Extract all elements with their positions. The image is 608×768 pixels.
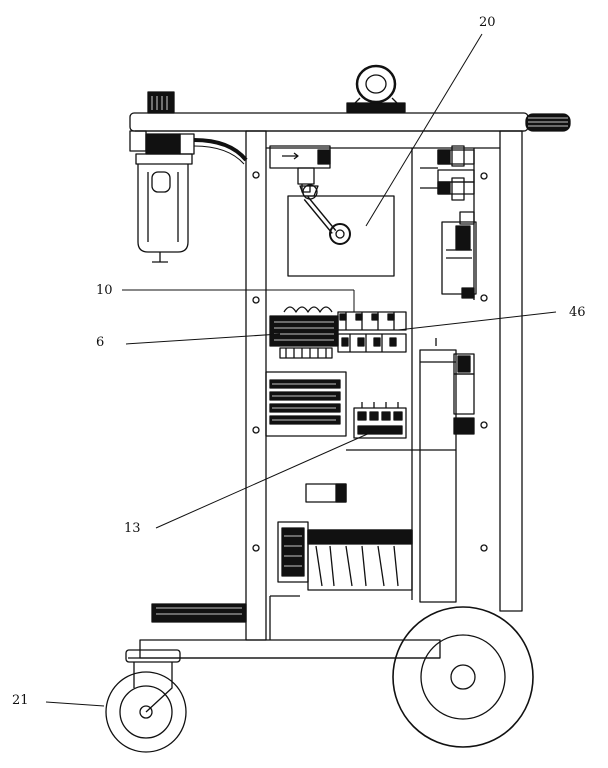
top-plate <box>129 112 529 132</box>
component-6-terminals <box>269 306 339 359</box>
top-knob <box>147 91 175 114</box>
component-13-connector <box>353 402 407 439</box>
callout-label-6: 6 <box>96 335 105 350</box>
component-10-relays <box>337 311 407 353</box>
base-frame <box>128 603 441 659</box>
right-terminals <box>420 145 475 201</box>
right-module <box>441 211 477 299</box>
transformer-coil <box>269 521 413 640</box>
component-20-plate <box>287 184 395 277</box>
lifting-eye <box>346 64 406 113</box>
air-hose <box>193 138 248 165</box>
leader-lines <box>45 33 557 707</box>
handle <box>525 113 571 132</box>
callout-label-21: 21 <box>12 693 29 708</box>
solenoid-valve <box>269 145 331 193</box>
callout-label-20: 20 <box>479 15 496 30</box>
callout-label-13: 13 <box>124 521 141 536</box>
callout-label-10: 10 <box>96 283 113 298</box>
cable-duct <box>346 338 475 603</box>
air-filter <box>129 130 195 263</box>
callout-label-46: 46 <box>569 305 586 320</box>
rectifier-block <box>265 371 347 437</box>
small-fitting <box>305 483 347 503</box>
caster-wheel <box>105 649 187 753</box>
rear-wheel <box>392 606 534 748</box>
